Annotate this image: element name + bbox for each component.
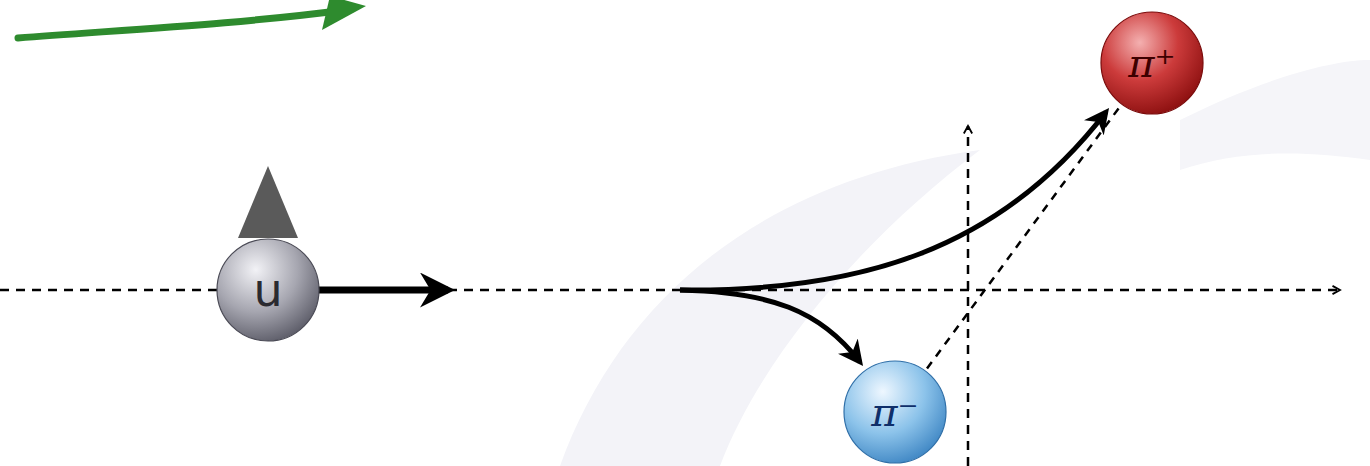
particle-label: π⁻ bbox=[871, 392, 918, 432]
rotation-arrow bbox=[18, 10, 345, 38]
dotted-connector bbox=[927, 106, 1120, 368]
vertical-axis bbox=[967, 126, 970, 466]
particle-sphere bbox=[1101, 12, 1203, 114]
horizontal-axis bbox=[0, 289, 1340, 292]
particle-label: u bbox=[253, 267, 282, 313]
fragmentation-curve bbox=[680, 290, 860, 362]
spin-triangle bbox=[238, 166, 298, 238]
momentum-arrow bbox=[318, 287, 448, 294]
watermark-shape bbox=[1180, 60, 1370, 170]
particle-sphere bbox=[217, 239, 319, 341]
fragmentation-curve bbox=[680, 112, 1106, 290]
pion-circle: π⁺ bbox=[1100, 11, 1204, 115]
particle-sphere bbox=[844, 361, 946, 463]
rotation-arrowhead bbox=[322, 0, 366, 30]
particle-label: π⁺ bbox=[1128, 43, 1175, 83]
quark-circle: u bbox=[216, 238, 320, 342]
pion-circle: π⁻ bbox=[843, 360, 947, 464]
watermark-shape bbox=[560, 150, 980, 466]
